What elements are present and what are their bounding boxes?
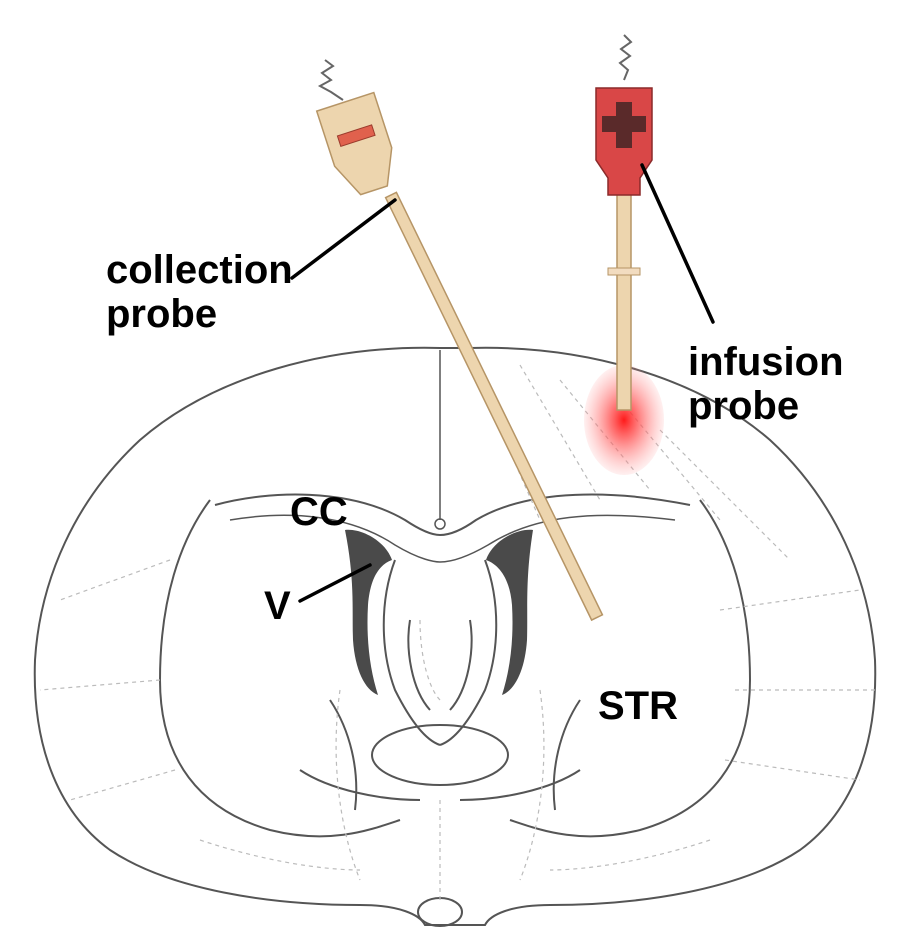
collection-probe-wire: [320, 60, 343, 100]
hippocampus-left: [384, 560, 497, 745]
collection-probe-label-line2: probe: [106, 292, 293, 336]
ventral-structure: [372, 725, 508, 785]
infusion-callout-line: [642, 165, 713, 322]
regional-boundaries: [40, 360, 875, 900]
corpus-callosum-label: CC: [290, 490, 348, 534]
striatum-label: STR: [598, 684, 678, 728]
inner-structure-left: [408, 620, 471, 710]
infusion-probe-label-line1: infusion: [688, 340, 844, 384]
base-node: [418, 898, 462, 926]
collection-probe-head: [317, 93, 403, 200]
infusion-probe-label: infusion probe: [688, 340, 844, 428]
brain-section: [35, 348, 876, 926]
ventral-outline: [300, 700, 580, 810]
infusion-probe-shaft: [617, 190, 631, 410]
collection-probe-label-line1: collection: [106, 248, 293, 292]
ventricle-label: V: [264, 584, 291, 628]
midline-node: [435, 519, 445, 529]
collection-callout-line: [292, 200, 395, 278]
brain-outer-outline: [35, 348, 876, 925]
ventricle-right: [486, 530, 533, 695]
infusion-probe-collar: [608, 268, 640, 275]
infusion-probe: [584, 35, 664, 475]
collection-probe-label: collection probe: [106, 248, 293, 336]
infusion-probe-label-line2: probe: [688, 384, 844, 428]
infusion-probe-wire: [620, 35, 631, 80]
brain-inner-cortex-line: [160, 500, 750, 836]
